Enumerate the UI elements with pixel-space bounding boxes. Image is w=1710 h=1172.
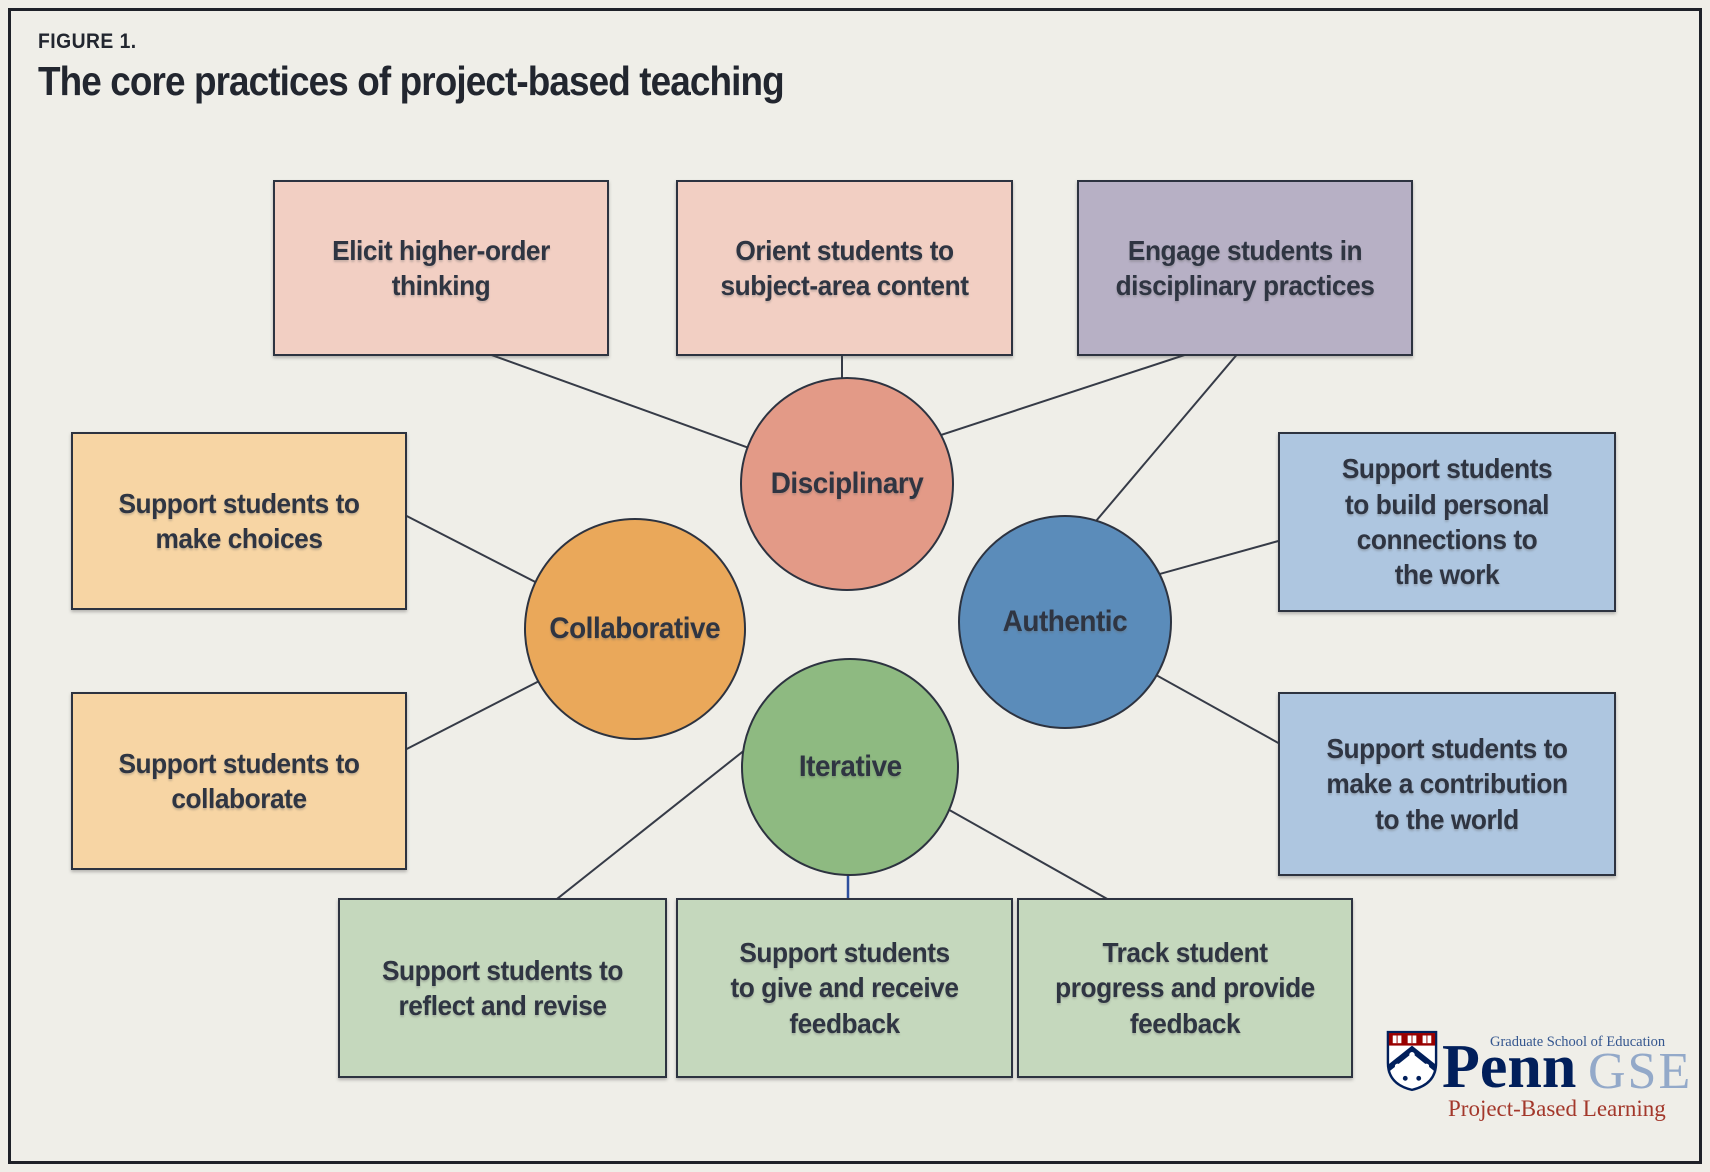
practice-box-text: Support students to build personal conne… [1341,453,1553,591]
practice-box-engage-students: Engage students in disciplinary practice… [1077,180,1413,356]
practice-box-text: Support students to make a contribution … [1326,733,1568,835]
core-circle-collaborative: Collaborative [524,518,746,740]
core-circle-disciplinary: Disciplinary [740,377,954,591]
practice-box-collaborate: Support students to collaborate [71,692,407,870]
practice-box-track-progress: Track student progress and provide feedb… [1017,898,1353,1078]
practice-box-text: Engage students in disciplinary practice… [1115,234,1375,301]
core-circle-label: Authentic [1002,605,1128,638]
penn-wordmark: Penn [1442,1033,1577,1101]
core-circle-iterative: Iterative [741,658,959,876]
practice-box-reflect-revise: Support students to reflect and revise [338,898,667,1078]
practice-box-orient-students: Orient students to subject-area content [676,180,1013,356]
figure-label: FIGURE 1. [38,30,137,53]
penn-gse-logo: Graduate School of Education Penn GSE Pr… [1386,1028,1702,1124]
figure-title: The core practices of project-based teac… [38,58,785,104]
practice-box-personal-connections: Support students to build personal conne… [1278,432,1616,612]
core-circle-label: Collaborative [549,612,721,645]
penn-shield-icon [1386,1030,1438,1092]
practice-box-elicit-higher-order: Elicit higher-order thinking [273,180,609,356]
practice-box-give-receive-feedback: Support students to give and receive fee… [676,898,1013,1078]
practice-box-text: Orient students to subject-area content [720,234,969,301]
practice-box-contribution-to-world: Support students to make a contribution … [1278,692,1616,876]
practice-box-text: Elicit higher-order thinking [332,234,550,301]
gse-wordmark: GSE [1588,1043,1693,1100]
practice-box-text: Track student progress and provide feedb… [1055,937,1315,1039]
practice-box-text: Support students to give and receive fee… [730,937,959,1039]
practice-box-text: Support students to reflect and revise [381,954,624,1021]
logo-school-text: Graduate School of Education [1490,1034,1666,1050]
logo-program-text: Project-Based Learning [1448,1096,1666,1121]
core-circle-label: Disciplinary [770,467,924,500]
core-circle-authentic: Authentic [958,515,1172,729]
practice-box-make-choices: Support students to make choices [71,432,407,610]
practice-box-text: Support students to make choices [118,487,360,554]
figure-header: FIGURE 1. The core practices of project-… [38,30,867,105]
core-circle-label: Iterative [798,750,902,783]
practice-box-text: Support students to collaborate [118,747,360,814]
